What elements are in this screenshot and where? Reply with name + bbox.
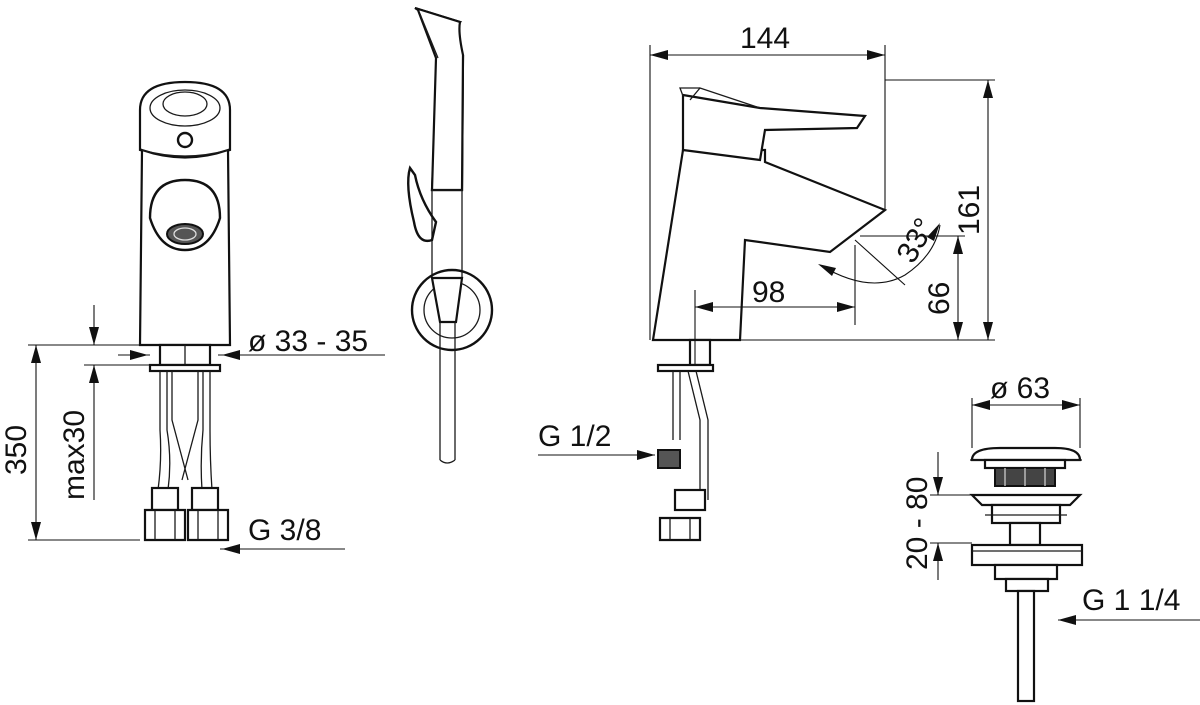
range-20-80-label: 20 - 80 — [901, 477, 934, 570]
side-view-mixer: 144 161 66 98 33° G 1/2 — [538, 22, 995, 542]
hand-shower-view — [407, 6, 494, 464]
pop-up-waste-view: ø 63 20 - 80 G 1 1/4 — [901, 372, 1200, 703]
height-350-label: 350 — [0, 425, 33, 475]
g-3-8-label: G 3/8 — [248, 514, 321, 547]
height-161-label: 161 — [953, 185, 986, 235]
diameter-33-35-label: ø 33 - 35 — [248, 325, 368, 358]
g-1-1-4-label: G 1 1/4 — [1082, 584, 1180, 617]
diameter-63-label: ø 63 — [990, 372, 1050, 405]
front-view-mixer: ø 33 - 35 350 max30 G 3/8 — [0, 80, 385, 554]
g-1-2-label: G 1/2 — [538, 420, 611, 453]
width-144-label: 144 — [740, 22, 790, 55]
height-66-label: 66 — [923, 282, 956, 315]
angle-33-label: 33° — [890, 213, 941, 269]
reach-98-label: 98 — [752, 276, 785, 309]
max30-label: max30 — [58, 410, 91, 500]
